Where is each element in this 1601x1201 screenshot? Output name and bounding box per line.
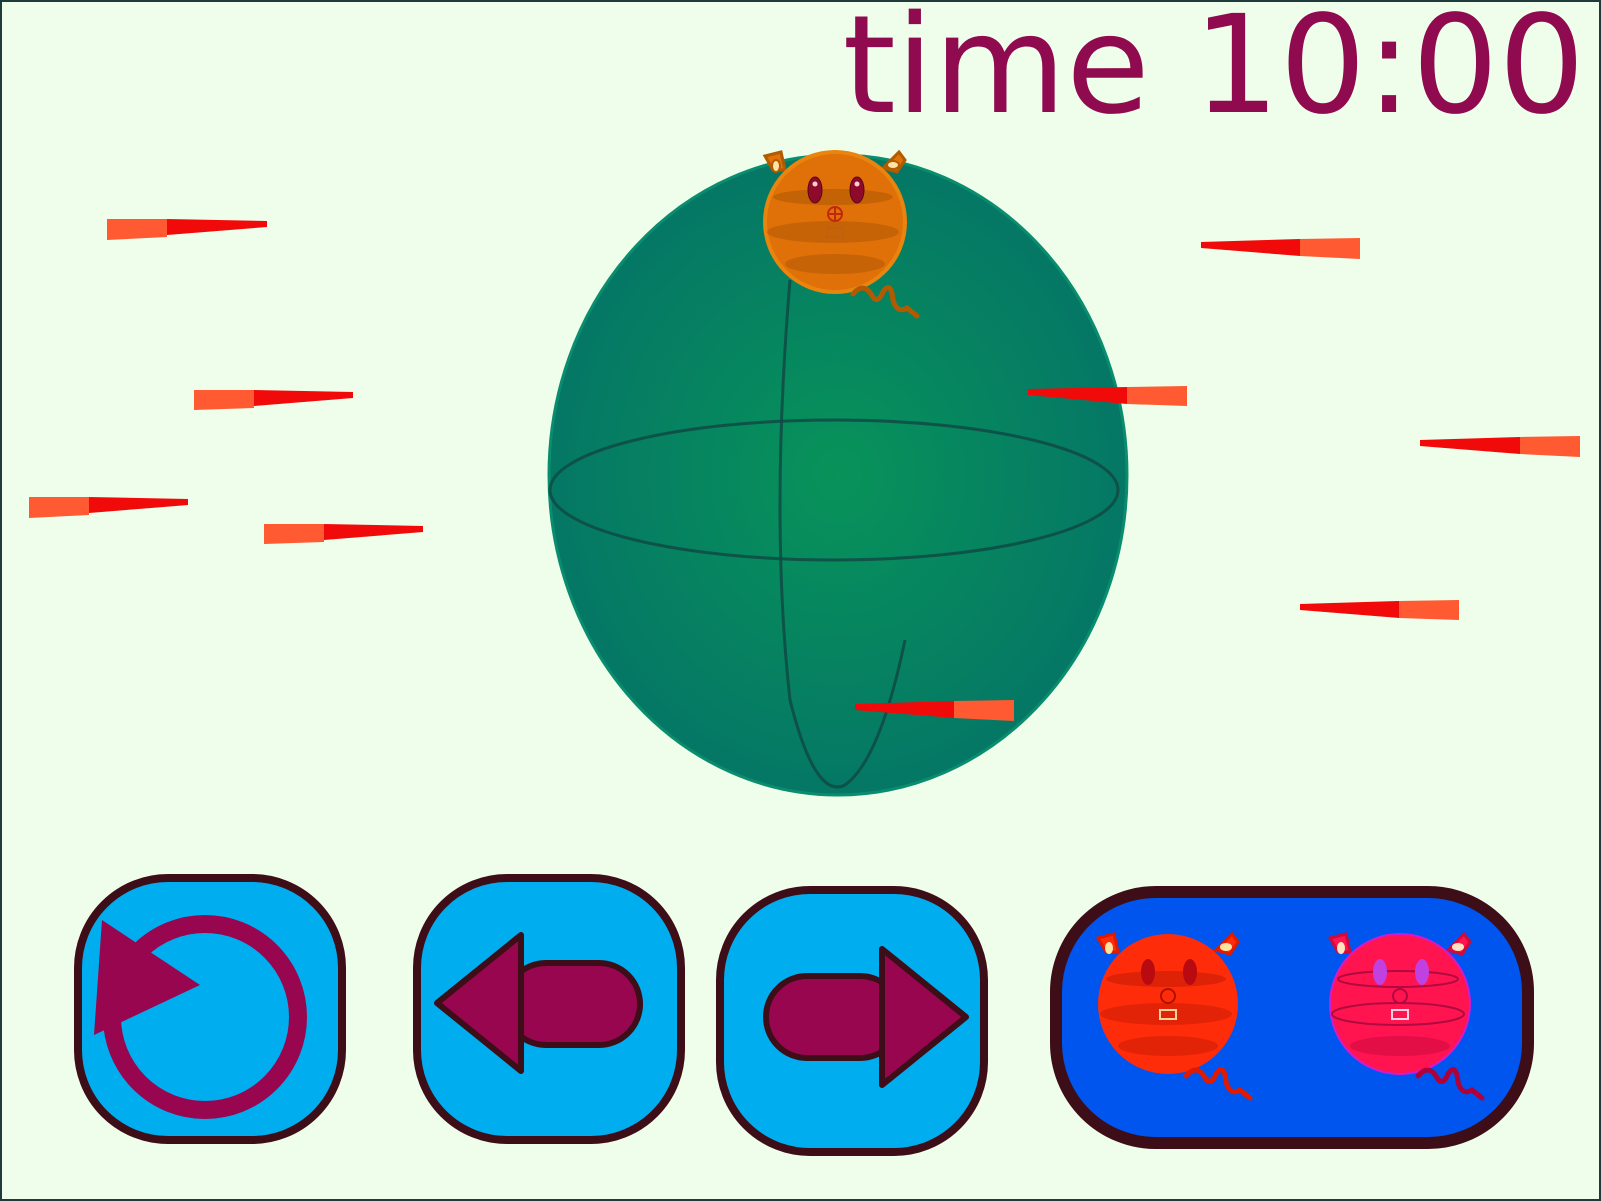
spike [1201,238,1360,259]
red-creature-icon[interactable] [1095,931,1253,1101]
move-right-button[interactable] [716,886,988,1156]
arrow-left-icon [434,932,643,1074]
spike [194,390,353,410]
restart-button[interactable] [74,874,346,1144]
player-creature-icon [762,149,920,319]
spike [1028,386,1187,406]
spike-obstacles [29,219,1580,721]
spike [1420,436,1580,457]
spike [264,524,423,544]
restart-arrow-icon [94,915,307,1119]
spike [29,497,188,518]
pink-creature-icon[interactable] [1327,931,1485,1101]
arrow-right-icon [763,946,969,1088]
spike [107,219,267,240]
character-select-button[interactable] [1050,886,1534,1149]
move-left-button[interactable] [413,874,685,1144]
spike [855,700,1014,721]
timer-text: time 10:00 [842,0,1585,145]
spike [1300,600,1459,620]
planet [547,153,1129,797]
